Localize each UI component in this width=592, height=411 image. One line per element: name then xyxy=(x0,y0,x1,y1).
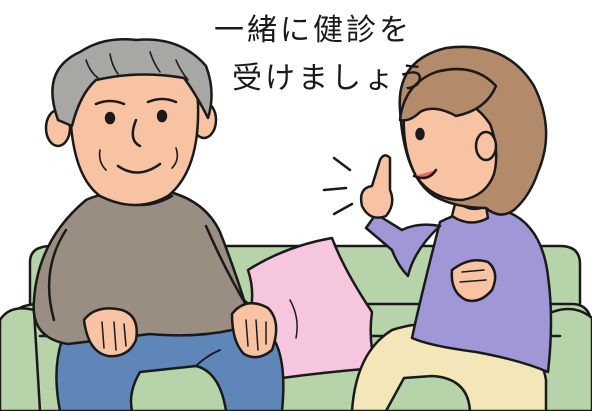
grandfather xyxy=(32,38,285,411)
woman xyxy=(350,45,553,411)
speech-line-2: 受けましょう xyxy=(232,61,430,96)
speech-line-1: 一緒に健診を xyxy=(214,13,412,48)
speech-emphasis-lines xyxy=(322,156,354,216)
